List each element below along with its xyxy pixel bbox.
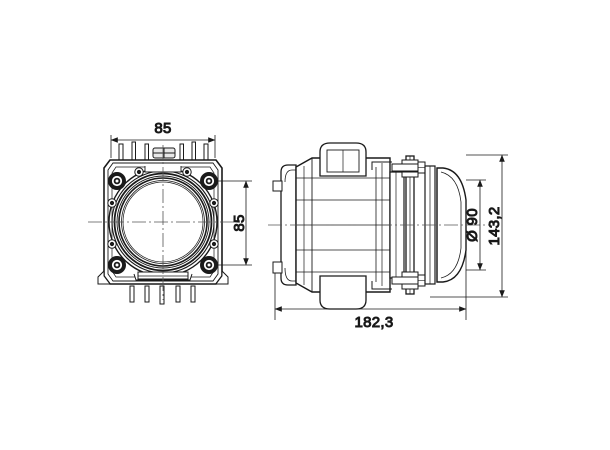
dim-overall-length-182-label: 182,3	[354, 314, 393, 331]
side-view-group	[268, 142, 490, 310]
front-bottom-pins	[129, 285, 196, 305]
side-bracket-arms	[371, 161, 392, 290]
bolt-boss-bottom-left	[108, 256, 126, 274]
dim-overall-height-143	[430, 154, 508, 298]
screw-hole-left	[107, 198, 117, 208]
front-view-group	[88, 141, 238, 305]
dim-overall-height-143-label: 143,2	[486, 206, 503, 245]
side-view-dimensions: Ø 90 143,2 182,3	[274, 154, 508, 332]
bolt-boss-top-right	[200, 172, 218, 190]
dim-width-85	[110, 135, 216, 158]
screw-hole-right-2	[209, 239, 219, 249]
screw-hole-right	[209, 198, 219, 208]
dim-lens-diameter-90-label: Ø 90	[464, 208, 481, 242]
dim-lens-diameter-90	[466, 179, 486, 271]
front-screw-holes	[107, 167, 219, 249]
bolt-boss-top-left	[108, 172, 126, 190]
screw-hole-top-2	[182, 167, 192, 177]
dim-overall-length-182	[274, 250, 467, 320]
dim-width-85-label: 85	[154, 120, 171, 137]
side-connector-housing	[319, 142, 367, 177]
dim-height-85-label: 85	[231, 214, 248, 231]
screw-hole-left-2	[107, 239, 117, 249]
side-bottom-housing	[319, 275, 367, 310]
front-view-dimensions: 85 85	[110, 120, 252, 266]
screw-hole-top	[134, 167, 144, 177]
front-bolt-bosses	[108, 172, 218, 274]
front-mounting-tabs	[97, 269, 229, 285]
side-rear-cap	[272, 164, 297, 286]
front-top-pins	[118, 141, 209, 161]
bolt-boss-bottom-right	[200, 256, 218, 274]
front-centerlines	[88, 145, 238, 300]
dim-height-85	[216, 180, 252, 266]
